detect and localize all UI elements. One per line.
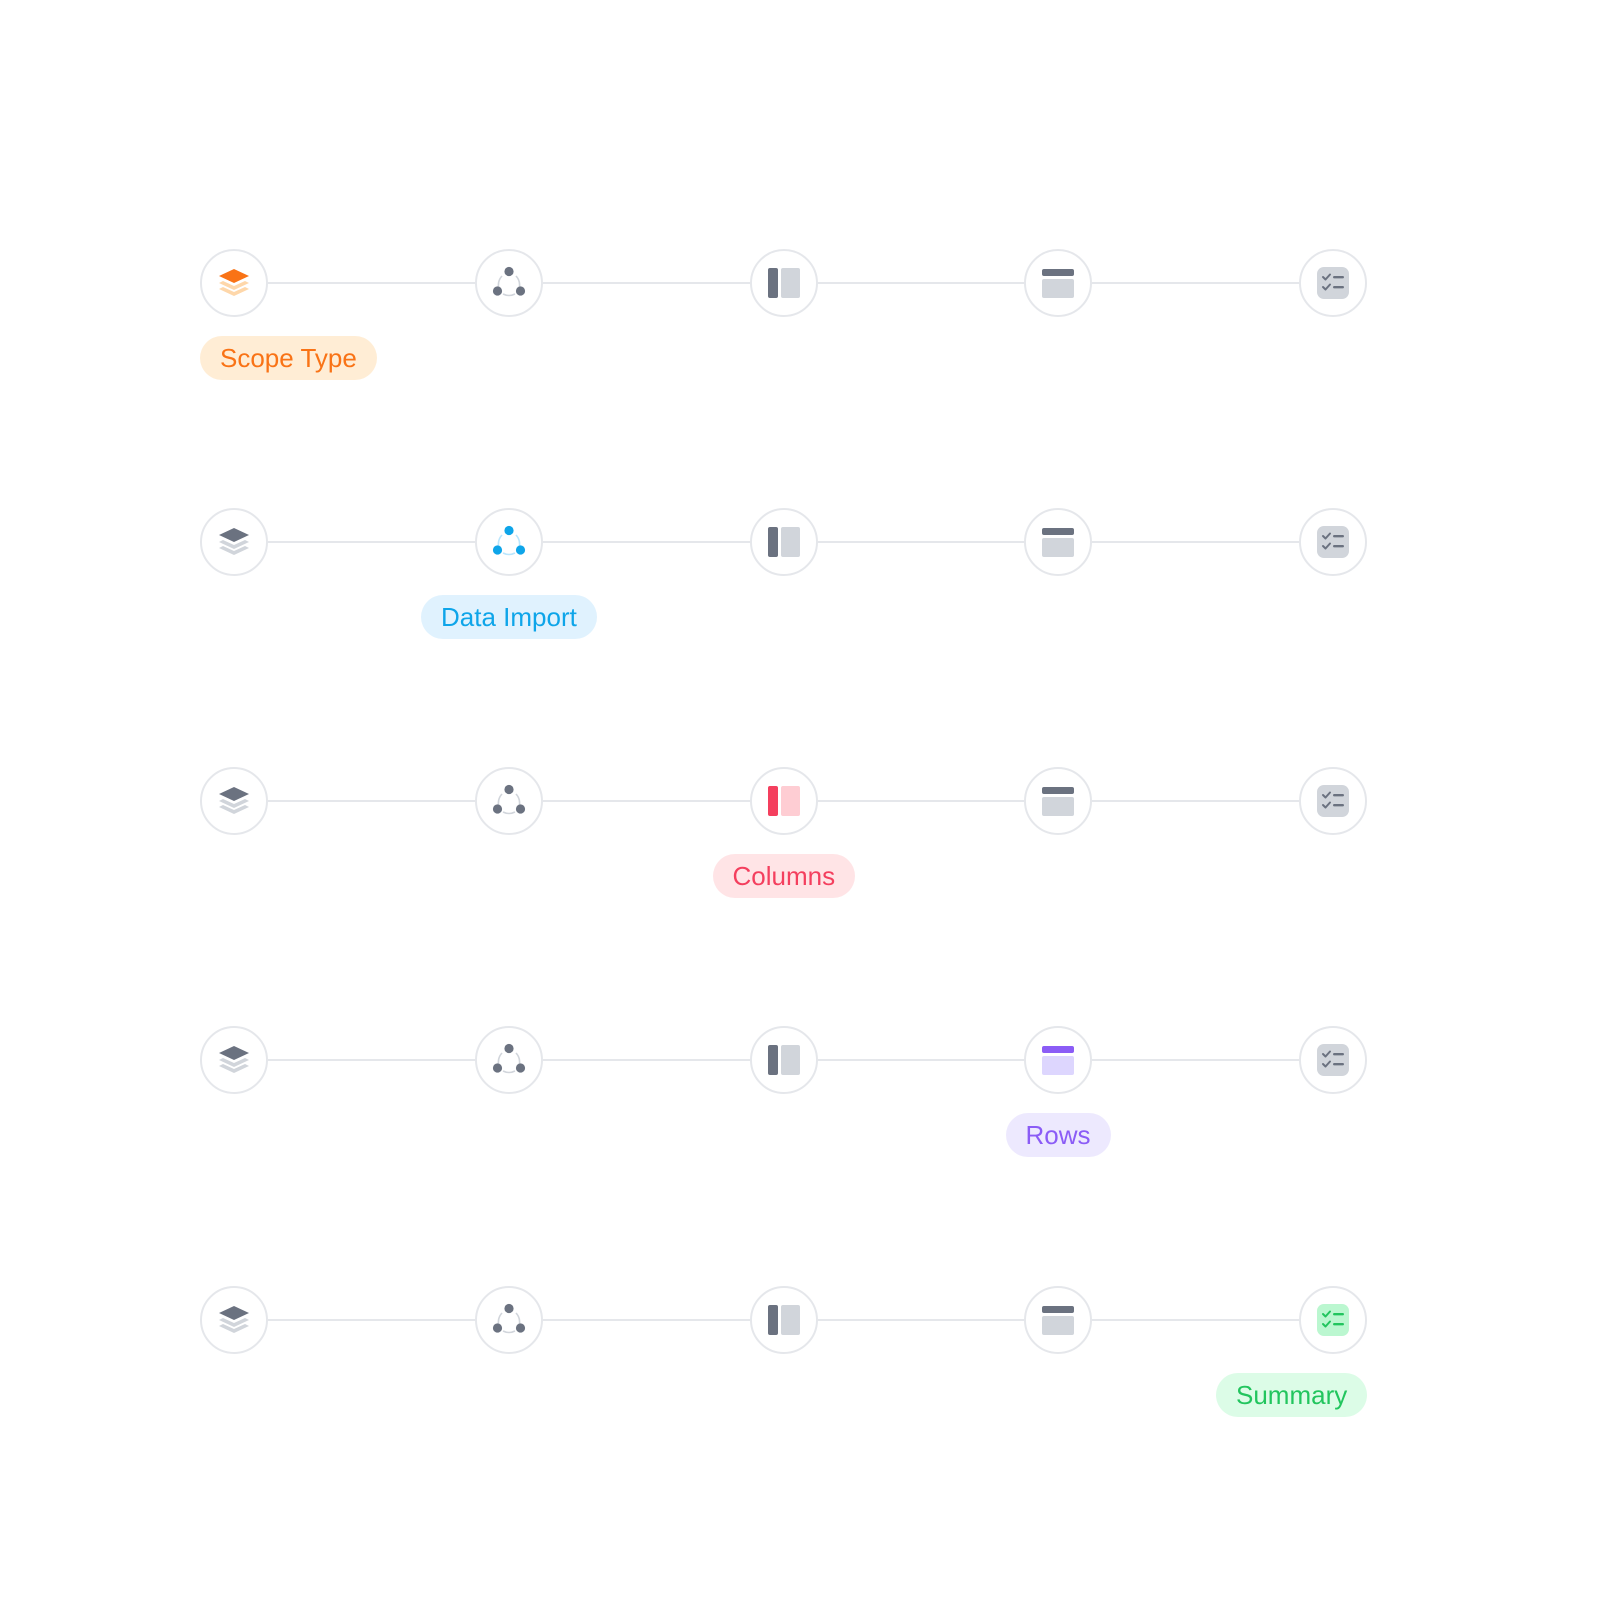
step-connector — [1092, 282, 1299, 284]
step-connector — [543, 541, 750, 543]
checklist-icon — [1315, 265, 1351, 301]
rows-icon — [1040, 1042, 1076, 1078]
stepper-scope-type: Scope Type — [0, 249, 1620, 399]
step-connector — [268, 541, 475, 543]
step-scope-type[interactable] — [200, 1286, 268, 1354]
checklist-icon — [1315, 524, 1351, 560]
step-connector — [268, 800, 475, 802]
nodes-icon — [491, 1042, 527, 1078]
nodes-icon — [491, 1302, 527, 1338]
rows-icon — [1040, 783, 1076, 819]
nodes-icon — [491, 524, 527, 560]
step-scope-type-active[interactable] — [200, 249, 268, 317]
step-connector — [543, 1059, 750, 1061]
stack-icon — [216, 265, 252, 301]
checklist-icon — [1315, 1302, 1351, 1338]
checklist-icon — [1315, 1042, 1351, 1078]
step-columns[interactable] — [750, 508, 818, 576]
columns-icon — [766, 1302, 802, 1338]
step-connector — [543, 800, 750, 802]
step-scope-type[interactable] — [200, 1026, 268, 1094]
step-columns[interactable] — [750, 1026, 818, 1094]
step-connector — [818, 800, 1024, 802]
step-rows[interactable] — [1024, 249, 1092, 317]
rows-icon — [1040, 1302, 1076, 1338]
step-summary-active[interactable] — [1299, 1286, 1367, 1354]
step-connector — [818, 541, 1024, 543]
step-connector — [1092, 1059, 1299, 1061]
active-step-label: Data Import — [421, 595, 597, 639]
stack-icon — [216, 783, 252, 819]
step-summary[interactable] — [1299, 249, 1367, 317]
columns-icon — [766, 1042, 802, 1078]
active-step-label: Scope Type — [200, 336, 377, 380]
step-connector — [1092, 1319, 1299, 1321]
step-data-import[interactable] — [475, 249, 543, 317]
columns-icon — [766, 783, 802, 819]
checklist-icon — [1315, 783, 1351, 819]
rows-icon — [1040, 524, 1076, 560]
nodes-icon — [491, 783, 527, 819]
nodes-icon — [491, 265, 527, 301]
stepper-summary: Summary — [0, 1286, 1620, 1436]
step-data-import[interactable] — [475, 1286, 543, 1354]
step-connector — [818, 1059, 1024, 1061]
step-rows[interactable] — [1024, 508, 1092, 576]
step-summary[interactable] — [1299, 1026, 1367, 1094]
active-step-label: Rows — [1005, 1113, 1111, 1157]
stack-icon — [216, 1302, 252, 1338]
active-step-label: Columns — [712, 854, 856, 898]
stepper-data-import: Data Import — [0, 508, 1620, 658]
step-connector — [543, 282, 750, 284]
step-scope-type[interactable] — [200, 508, 268, 576]
stepper-columns: Columns — [0, 767, 1620, 917]
step-connector — [543, 1319, 750, 1321]
step-scope-type[interactable] — [200, 767, 268, 835]
step-connector — [1092, 800, 1299, 802]
step-rows-active[interactable] — [1024, 1026, 1092, 1094]
columns-icon — [766, 524, 802, 560]
step-connector — [1092, 541, 1299, 543]
step-columns[interactable] — [750, 1286, 818, 1354]
step-rows[interactable] — [1024, 1286, 1092, 1354]
active-step-label: Summary — [1216, 1373, 1368, 1417]
step-summary[interactable] — [1299, 767, 1367, 835]
stepper-rows: Rows — [0, 1026, 1620, 1176]
step-rows[interactable] — [1024, 767, 1092, 835]
step-data-import[interactable] — [475, 767, 543, 835]
step-data-import[interactable] — [475, 1026, 543, 1094]
step-connector — [268, 282, 475, 284]
step-columns-active[interactable] — [750, 767, 818, 835]
step-connector — [818, 282, 1024, 284]
step-connector — [818, 1319, 1024, 1321]
stack-icon — [216, 1042, 252, 1078]
step-summary[interactable] — [1299, 508, 1367, 576]
step-connector — [268, 1059, 475, 1061]
step-columns[interactable] — [750, 249, 818, 317]
step-connector — [268, 1319, 475, 1321]
rows-icon — [1040, 265, 1076, 301]
columns-icon — [766, 265, 802, 301]
step-data-import-active[interactable] — [475, 508, 543, 576]
stack-icon — [216, 524, 252, 560]
